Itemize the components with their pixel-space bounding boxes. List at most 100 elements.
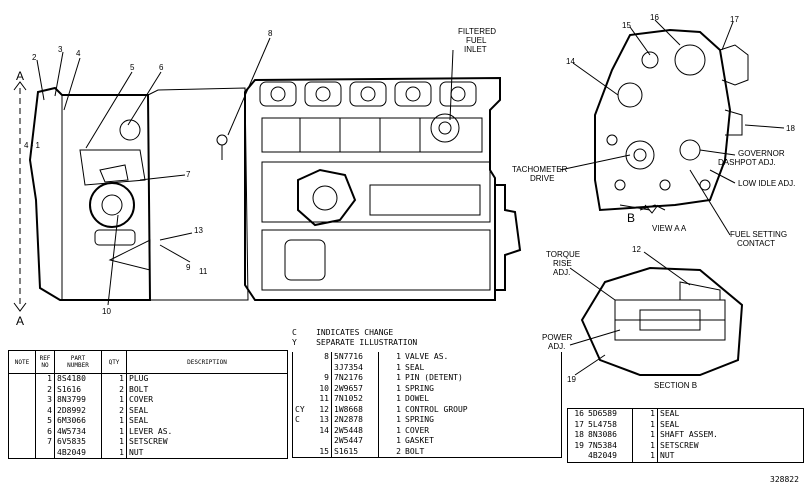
cell-qty: 1 [396, 352, 401, 361]
cell-qty: 1 [101, 426, 127, 437]
callout-19: 19 [567, 375, 576, 384]
power-adj-label: POWER ADJ. [542, 333, 574, 351]
cell-part: 2N2878 [331, 415, 379, 426]
cell-ref: 11 [313, 394, 332, 405]
cell-qty: 1 [101, 447, 127, 458]
cell-ref [313, 362, 332, 373]
cell-ref: 7 [35, 437, 55, 448]
torque-rise-line-1: TORQUE [546, 250, 580, 259]
callout-5: 5 [130, 63, 135, 72]
filtered-fuel-inlet-line-2: FUEL [466, 36, 487, 45]
fuel-setting-label: FUEL SETTING CONTACT [730, 230, 789, 248]
cell-desc: BOLT [405, 446, 425, 456]
tachometer-line-1: TACHOMETER [512, 165, 568, 174]
cell-desc: PLUG [129, 374, 149, 383]
cell-desc: CONTROL GROUP [405, 404, 468, 414]
cell-ref [568, 451, 586, 462]
cell-part: S1616 [54, 384, 102, 395]
cell-part: 7N2176 [331, 373, 379, 384]
cell-qty: 1 [101, 395, 127, 406]
fuel-pump-side-view [13, 37, 522, 312]
governor-dashpot-label: GOVERNOR DASHPOT ADJ. [718, 149, 787, 167]
cell-desc: GASKET [405, 436, 434, 445]
cell-note [293, 447, 314, 458]
cell-ref: 13 [313, 415, 332, 426]
callout-13: 13 [194, 226, 203, 235]
cell-part: 5L4758 [586, 419, 633, 430]
cell-qty: 1 [632, 451, 658, 462]
cell-qty: 1 [101, 437, 127, 448]
cell-desc: SETSCREW [129, 437, 168, 446]
section-b-marker: B [627, 211, 635, 225]
cell-note [9, 426, 36, 437]
callout-11: 11 [199, 267, 208, 276]
cell-ref: 2 [35, 384, 55, 395]
cell-part: 8S4180 [54, 373, 102, 385]
cell-desc: SEAL [405, 362, 425, 372]
callout-2: 2 [32, 53, 37, 62]
cell-qty: 1 [396, 404, 401, 414]
cell-ref: 6 [35, 426, 55, 437]
callout-12: 12 [632, 245, 641, 254]
power-adj-line-1: POWER [542, 333, 572, 342]
cell-desc: VALVE AS. [405, 352, 449, 361]
cell-part: 3J7354 [331, 362, 379, 373]
cell-part: 5D6589 [586, 409, 633, 420]
cell-desc: BOLT [129, 384, 149, 394]
callout-6: 6 [159, 63, 164, 72]
cell-qty: 1 [396, 373, 401, 382]
cell-ref: 3 [35, 395, 55, 406]
col-desc: DESCRIPTION [126, 351, 287, 374]
cell-desc: DOWEL [405, 394, 430, 403]
fuel-setting-line-1: FUEL SETTING [730, 230, 787, 239]
cell-part: 2W5448 [331, 425, 379, 436]
cell-part: 7N5384 [586, 440, 633, 451]
cell-note [293, 384, 314, 395]
cell-ref: 19 [574, 440, 584, 450]
cell-part: 2W5447 [331, 436, 379, 447]
cell-ref [35, 447, 55, 458]
section-a-bottom: A [16, 314, 24, 328]
cell-note [293, 373, 314, 384]
cell-note [9, 447, 36, 458]
cell-note [293, 394, 314, 405]
cell-qty: 2 [396, 446, 401, 456]
cell-ref: 1 [35, 373, 55, 385]
cell-part: 6M3066 [54, 416, 102, 427]
cell-ref [313, 436, 332, 447]
callout-9: 9 [186, 263, 191, 272]
cell-ref: 15 [313, 446, 332, 458]
cell-ref: 12 [313, 404, 332, 415]
cell-qty: 1 [396, 394, 401, 403]
cell-note [293, 352, 314, 363]
parts-table-1: NOTE REF NO PART NUMBER QTY DESCRIPTION … [8, 350, 288, 459]
filtered-fuel-inlet-label: FILTERED FUEL INLET [458, 27, 498, 54]
cell-part: 5N7716 [331, 352, 379, 363]
section-a-top: A [16, 69, 24, 83]
cell-note [9, 384, 36, 395]
cell-ref: 4 [35, 405, 55, 416]
cell-desc: PIN (DETENT) [405, 373, 463, 382]
cell-part: 4W5734 [54, 426, 102, 437]
cell-ref: 9 [313, 373, 332, 384]
cell-desc: SEAL [129, 416, 149, 425]
cell-qty: 1 [632, 440, 658, 451]
